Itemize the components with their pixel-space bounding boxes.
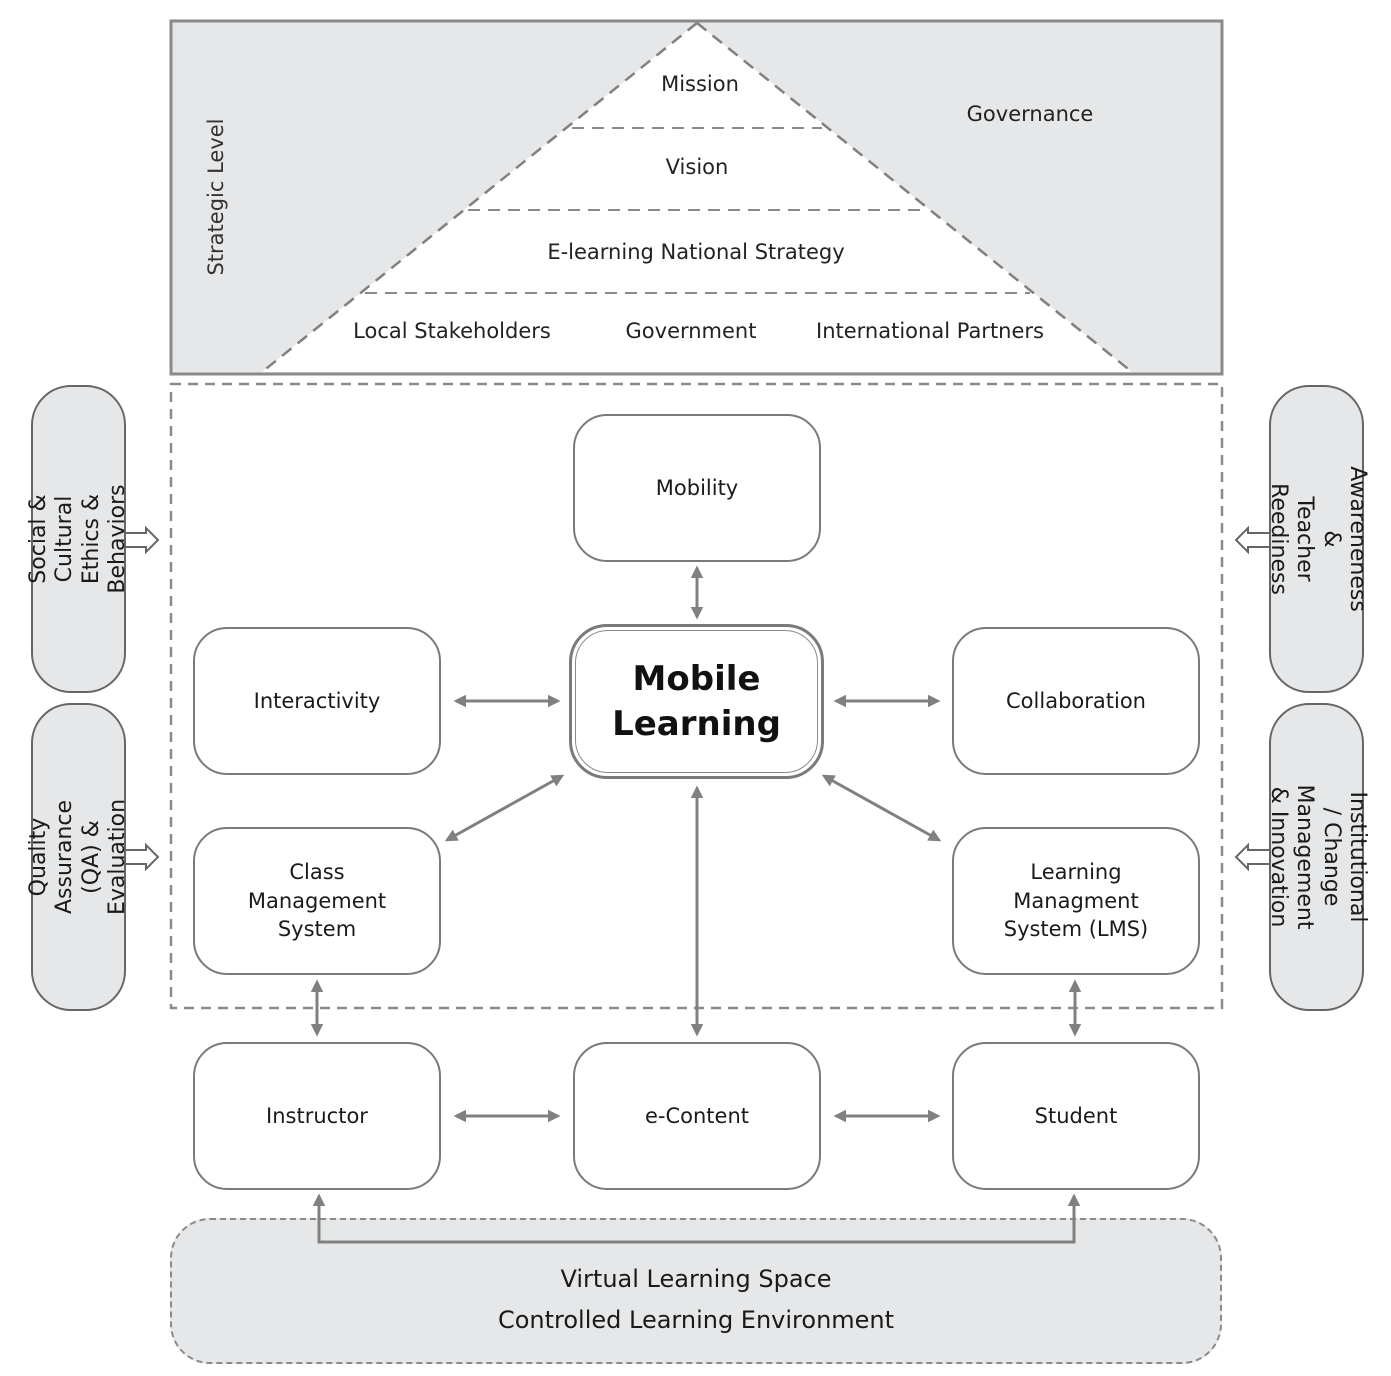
- factor-awareness-readiness: Awareneness & Teacher Reediness: [1265, 385, 1369, 693]
- node-mobility-label: Mobility: [655, 475, 739, 500]
- node-student-label: Student: [1034, 1103, 1118, 1128]
- pyramid-level-mission: Mission: [661, 71, 739, 96]
- pyramid-level-strategy: E-learning National Strategy: [547, 239, 845, 264]
- pyramid-base-local-stakeholders: Local Stakeholders: [353, 318, 551, 343]
- hollow-arrow-left-2: [123, 842, 160, 872]
- node-collaboration: Collaboration: [952, 627, 1200, 775]
- node-mobile-learning: Mobile Learning: [569, 624, 824, 779]
- arrow-class-center: [444, 774, 565, 842]
- pyramid: [262, 23, 1132, 372]
- node-econtent: e-Content: [573, 1042, 821, 1190]
- node-mobility: Mobility: [573, 414, 821, 562]
- arrow-center-lms: [821, 774, 942, 842]
- node-econtent-label: e-Content: [644, 1103, 749, 1128]
- governance-label: Governance: [966, 101, 1094, 126]
- factor-quality-assurance: Quality Assurance (QA) & Evaluation: [26, 703, 130, 1011]
- node-lms-label: Learning Managment System (LMS): [1003, 860, 1149, 942]
- pyramid-left-edge: [261, 22, 698, 373]
- node-class-management-label: Class Management System: [247, 860, 387, 942]
- vls-line-1: Virtual Learning Space: [560, 1265, 832, 1293]
- pyramid-base-international-partners: International Partners: [816, 318, 1044, 343]
- vls-line-2: Controlled Learning Environment: [497, 1306, 895, 1334]
- hollow-arrow-left-1: [123, 525, 160, 555]
- pyramid-base-government: Government: [625, 318, 757, 343]
- factor-social-cultural-label: Social & Cultural Ethics & Behaviors: [25, 484, 130, 594]
- node-instructor: Instructor: [193, 1042, 441, 1190]
- factor-social-cultural: Social & Cultural Ethics & Behaviors: [26, 385, 130, 693]
- node-class-management: Class Management System: [193, 827, 441, 975]
- node-student: Student: [952, 1042, 1200, 1190]
- factor-quality-assurance-label: Quality Assurance (QA) & Evaluation: [25, 798, 130, 916]
- pyramid-right-edge: [696, 22, 1133, 373]
- node-interactivity-label: Interactivity: [253, 688, 381, 713]
- node-mobile-learning-label: Mobile Learning: [575, 630, 818, 773]
- pyramid-level-vision: Vision: [665, 154, 729, 179]
- factor-institutional-change: Institutional / Change Management & Inno…: [1265, 703, 1369, 1011]
- hollow-arrow-right-1: [1234, 525, 1271, 555]
- node-interactivity: Interactivity: [193, 627, 441, 775]
- node-lms: Learning Managment System (LMS): [952, 827, 1200, 975]
- factor-institutional-change-label: Institutional / Change Management & Inno…: [1265, 784, 1370, 930]
- node-instructor-label: Instructor: [266, 1103, 368, 1128]
- node-collaboration-label: Collaboration: [1006, 688, 1146, 713]
- hollow-arrow-right-2: [1234, 842, 1271, 872]
- factor-awareness-readiness-label: Awareneness & Teacher Reediness: [1265, 466, 1370, 612]
- strategic-level-label: Strategic Level: [204, 118, 228, 276]
